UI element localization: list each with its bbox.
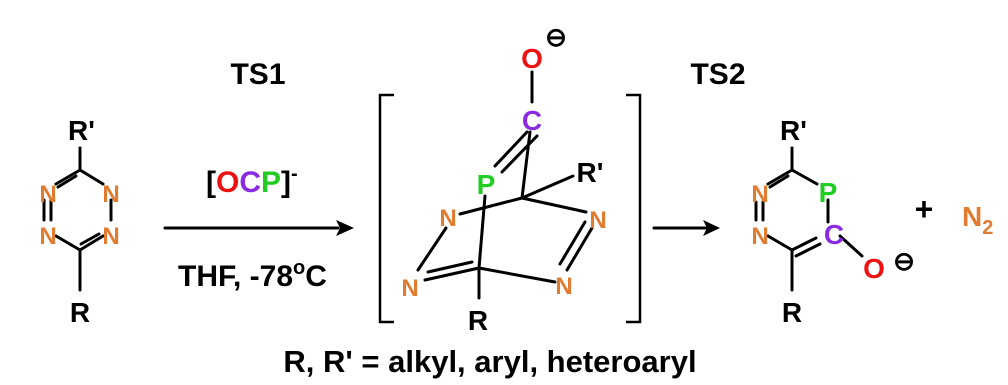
bond [766,168,794,186]
nitrogen-atom: N [589,207,606,234]
ts1-label: TS1 [230,58,285,91]
reagent-phosphorus: P [261,166,281,199]
intermediate-brackets [378,93,642,324]
reagent-bracket-close: ] [281,166,291,199]
nitrogen-atom: N [751,223,768,250]
negative-charge-icon: ⊖ [893,246,915,276]
bond [477,266,557,284]
ts2-label: TS2 [690,58,745,91]
nitrogen-atom: N [39,223,56,250]
r-prime-label: R' [68,115,95,146]
bond [790,236,818,252]
plus-sign: + [915,191,934,227]
dinitrogen-subscript: 2 [982,217,993,239]
dinitrogen: N2 [962,201,993,239]
bond [493,130,529,168]
r-label: R [782,297,802,328]
bond [54,168,82,186]
reaction-arrow-1 [163,220,354,236]
carbon-atom: C [522,105,542,136]
bond [520,130,532,200]
bicyclic-intermediate: O ⊖ C P R' N N N N R [401,22,606,336]
tetrazine-molecule: R' N N N N R [39,115,119,328]
nitrogen-atom: N [751,181,768,208]
diazaphosphinine-product: R' N N P C O ⊖ R [751,115,915,328]
nitrogen-atom: N [439,205,456,232]
reagent-oxygen: O [216,166,239,199]
bracket-right [626,93,642,324]
reagent-charge: - [291,163,298,185]
conditions-text: THF, -78 [178,260,293,293]
reagent-bracket-open: [ [206,166,216,199]
carbon-atom: C [824,219,844,250]
bond [565,226,594,272]
bond [794,242,822,258]
nitrogen-atom: N [39,181,56,208]
bond [78,234,105,252]
arrow-head [336,220,354,236]
degree-sign: o [293,257,305,279]
bond [54,234,82,252]
substituent-footnote: R, R' = alkyl, aryl, heteroaryl [283,344,696,379]
bond [558,220,587,266]
oxygen-atom: O [521,43,543,74]
r-label: R [468,305,488,336]
oxygen-atom: O [863,253,885,284]
bond [768,174,790,189]
bond [78,168,105,186]
reagent-ocp: [OCP]- [206,163,298,199]
bond [458,196,524,216]
bond [838,234,864,258]
bond [426,260,474,274]
conditions-unit: C [305,260,327,293]
reaction-conditions: THF, -78oC [178,257,327,293]
nitrogen-atom: N [102,223,119,250]
reagent-carbon: C [239,166,261,199]
r-label: R [70,297,90,328]
bond [79,232,101,246]
r-prime-label: R' [577,157,604,188]
negative-charge-icon: ⊖ [545,22,567,52]
nitrogen-atom: N [555,273,572,300]
dinitrogen-symbol: N [962,201,982,232]
bond [500,134,539,174]
reaction-arrow-2 [652,220,720,236]
bond [423,266,481,282]
bond [56,174,78,189]
bond [416,226,448,272]
phosphorus-atom: P [819,177,838,208]
bond [766,234,794,252]
r-prime-label: R' [780,115,807,146]
bracket-left [378,93,394,324]
bond [520,174,575,200]
phosphorus-atom: P [477,169,496,200]
arrow-head [703,220,720,236]
bond [790,168,819,186]
bond [520,196,588,214]
nitrogen-atom: N [401,275,418,302]
nitrogen-atom: N [102,181,119,208]
